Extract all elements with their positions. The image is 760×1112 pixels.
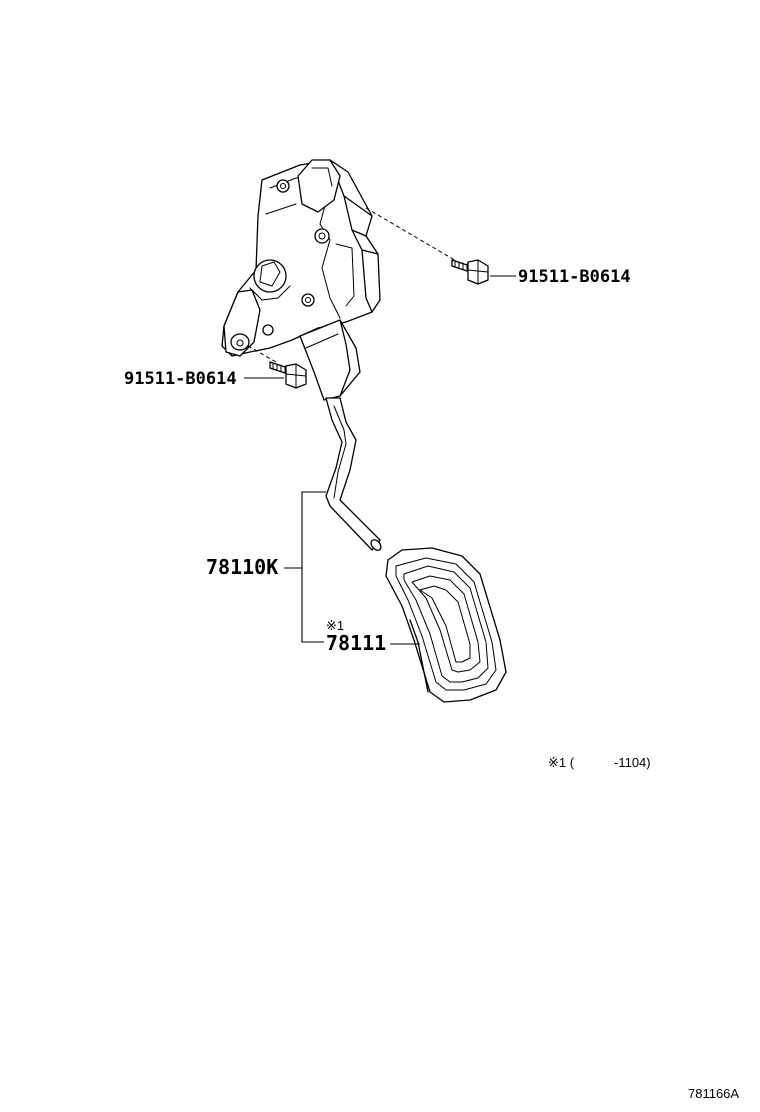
leader-bracket-assembly — [301, 491, 326, 643]
assembly-line-lower — [247, 345, 277, 363]
label-pad-note-marker: ※1 — [326, 618, 344, 633]
pedal-arm — [299, 319, 382, 551]
pedal-pad — [385, 547, 507, 703]
diagram-id: 781166A — [688, 1086, 739, 1101]
bolt-lower — [269, 361, 307, 389]
bolt-upper — [451, 259, 489, 285]
pedal-sensor-housing — [221, 159, 381, 357]
assembly-line-upper — [365, 207, 459, 263]
label-pedal-assembly: 78110K — [206, 555, 278, 579]
footnote-range: -1104) — [614, 755, 651, 770]
label-bolt-upper: 91511-B0614 — [518, 267, 631, 287]
label-pedal-pad: 78111 — [326, 631, 386, 655]
footnote-marker: ※1 ( — [548, 755, 575, 770]
label-bolt-lower: 91511-B0614 — [124, 369, 237, 389]
